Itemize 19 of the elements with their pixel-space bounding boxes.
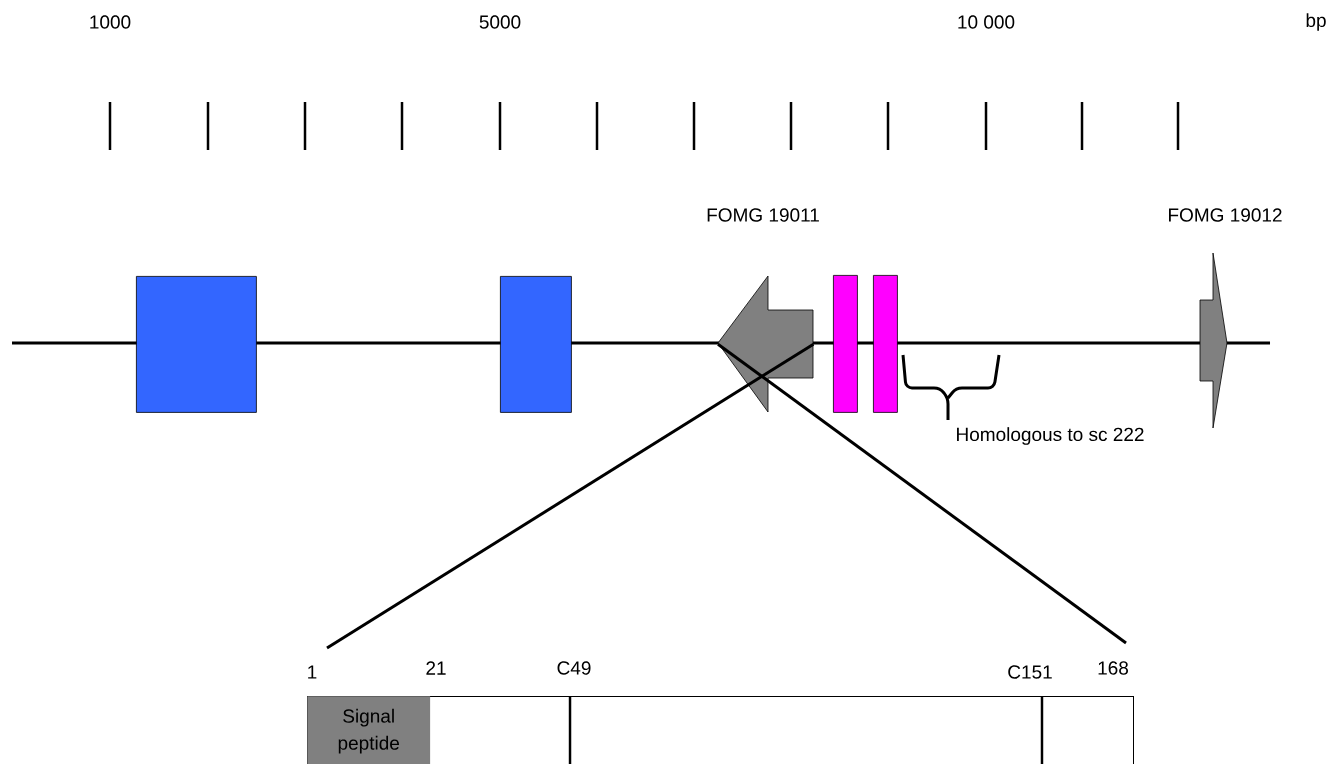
- scale-label: 5000: [479, 15, 521, 29]
- node-label: FOMG 19012: [1169, 208, 1282, 222]
- region-label: Homologous to sc 222: [957, 427, 1144, 445]
- exon-box: [500, 276, 572, 413]
- position-label: 168: [1098, 661, 1129, 675]
- node-label: FOMG 19011: [707, 208, 819, 222]
- unit-label: bp: [1306, 13, 1326, 31]
- position-label: C151: [1008, 665, 1052, 679]
- signal-peptide-box: Signal peptide: [307, 696, 431, 764]
- exon-box: [136, 276, 257, 413]
- exon-box: [833, 275, 858, 413]
- position-label: C49: [557, 661, 591, 675]
- zoom-line: [717, 343, 1127, 645]
- zoom-line: [326, 342, 815, 650]
- position-label: 21: [426, 661, 446, 675]
- position-label: 1: [308, 665, 317, 679]
- scale-label: 1000: [90, 15, 131, 29]
- scale-label: 10 000: [958, 15, 1015, 29]
- exon-box: [873, 275, 898, 413]
